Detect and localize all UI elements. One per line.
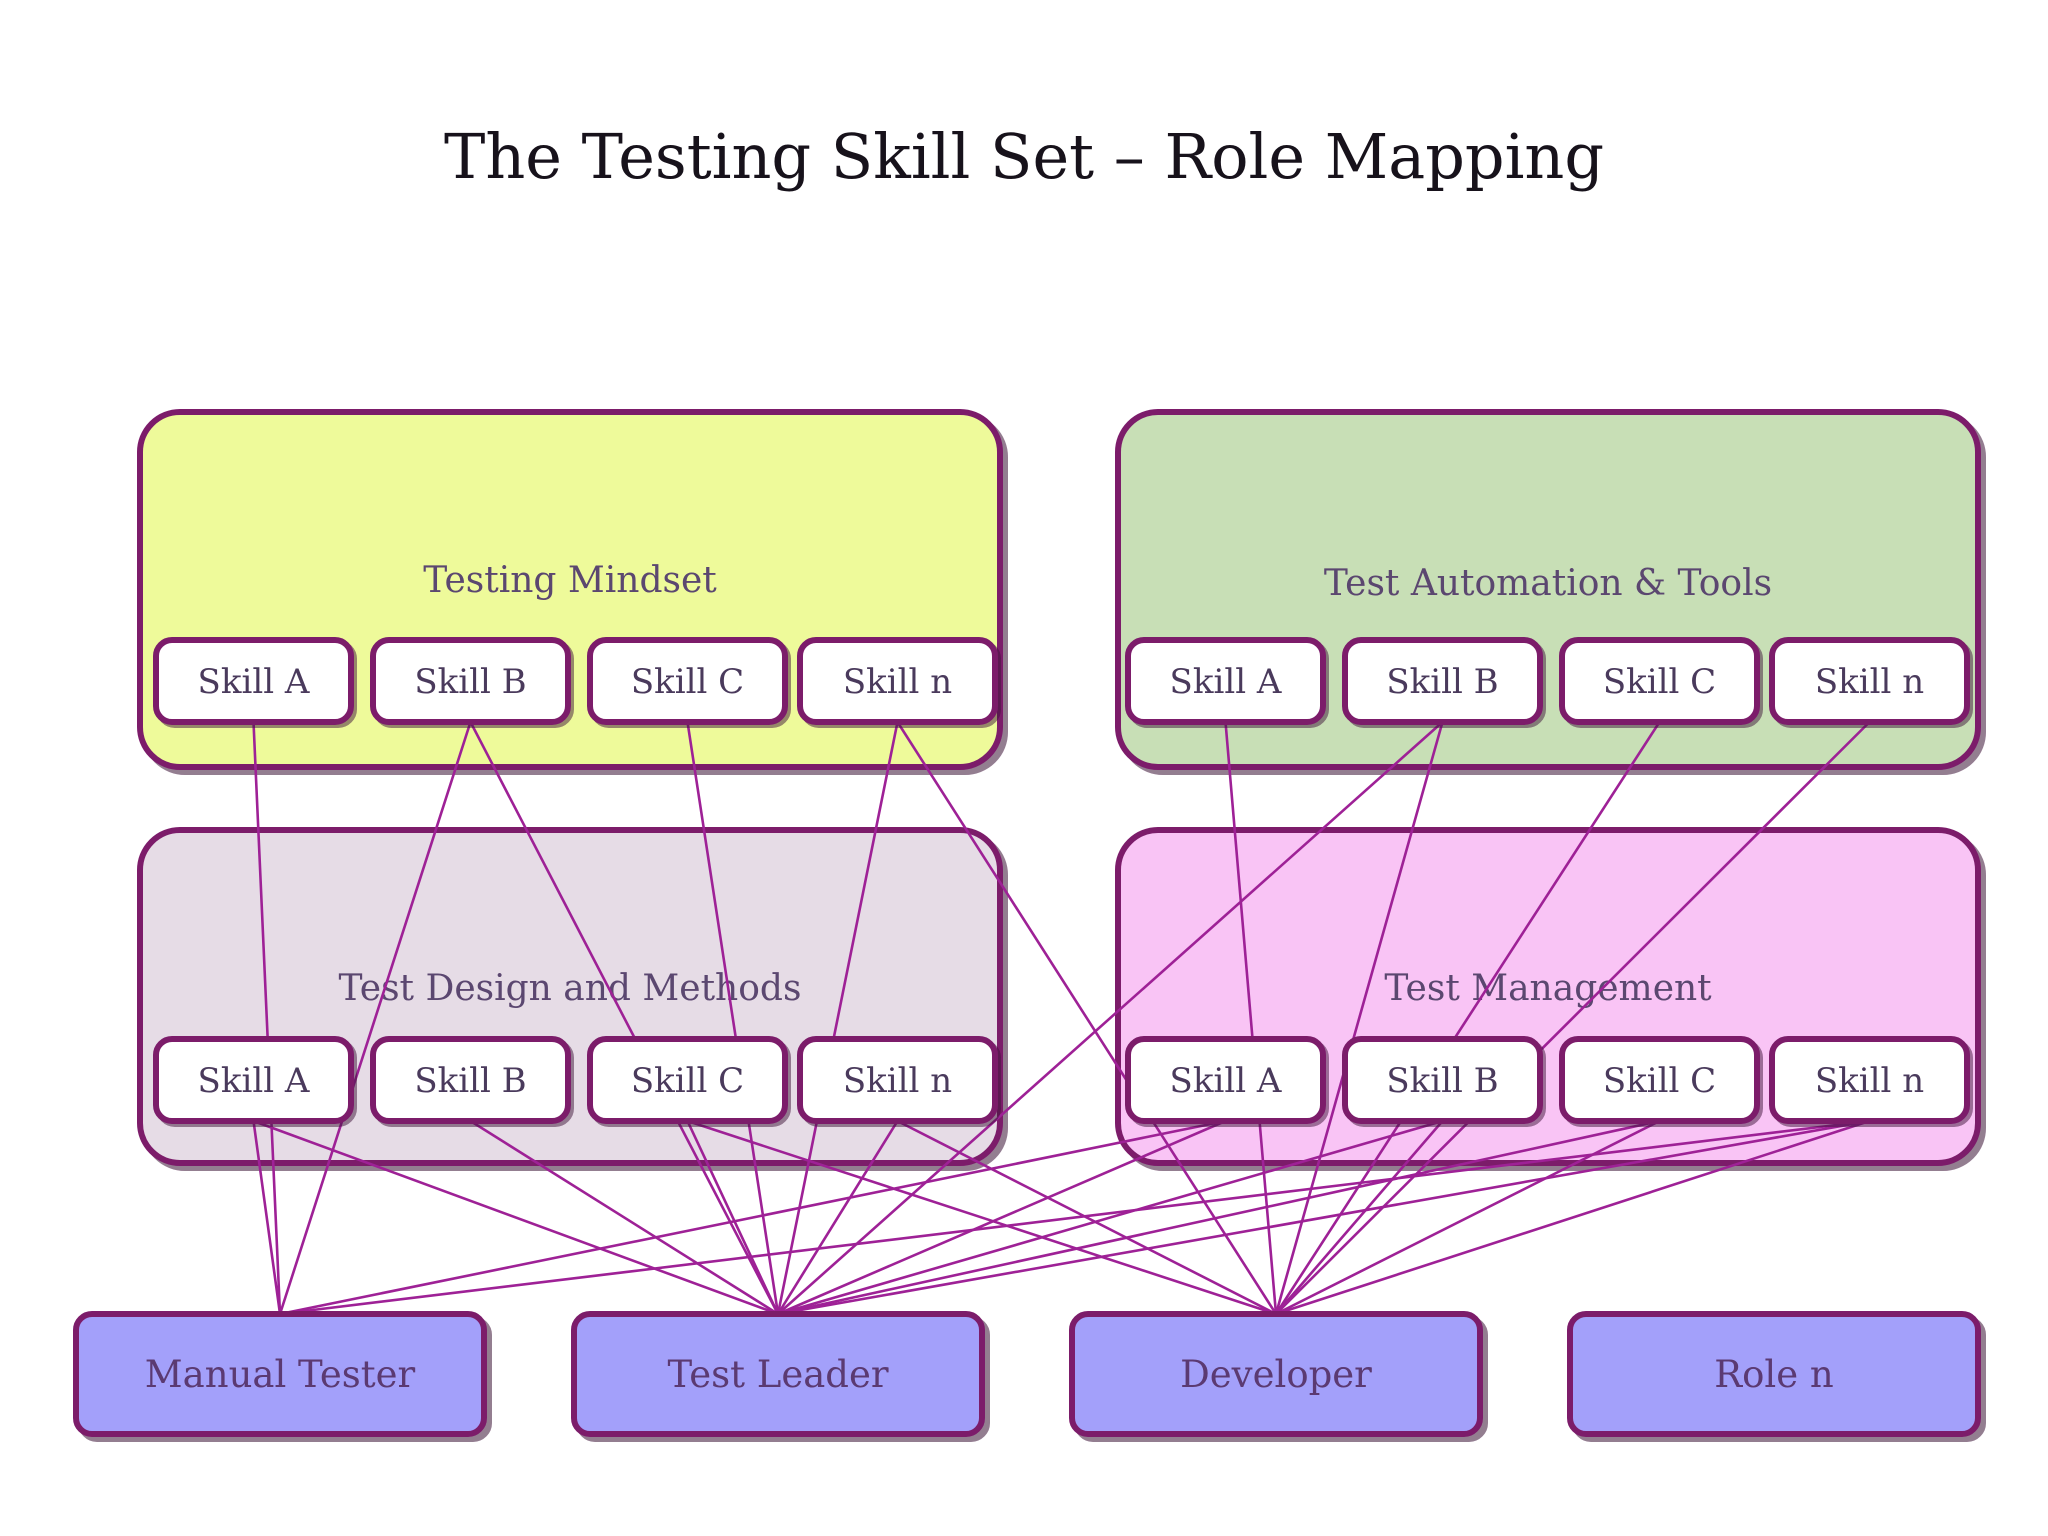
panel-label: Test Automation & Tools <box>1324 563 1772 604</box>
skill-chip-background <box>1559 637 1760 725</box>
panel-label: Testing Mindset <box>423 560 717 601</box>
skill-chip[interactable]: Skill B <box>370 637 571 725</box>
panel-background <box>1115 827 1981 1166</box>
role-box-background <box>1567 1311 1981 1437</box>
skill-chip[interactable]: Skill A <box>1125 637 1326 725</box>
skill-chip[interactable]: Skill n <box>797 637 998 725</box>
skill-chip-label: Skill B <box>414 662 526 702</box>
skill-chip-background <box>797 1036 998 1124</box>
skill-chip[interactable]: Skill B <box>1342 637 1543 725</box>
connector-line <box>896 1119 1278 1316</box>
skill-chip[interactable]: Skill A <box>1125 1036 1326 1124</box>
role-box-background <box>1069 1311 1483 1437</box>
panel-background <box>1115 409 1981 770</box>
skill-chip-label: Skill n <box>1815 1061 1924 1101</box>
skill-chip-label: Skill A <box>198 1061 310 1101</box>
role-box-label: Test Leader <box>667 1353 888 1396</box>
page-title: The Testing Skill Set – Role Mapping <box>444 120 1604 193</box>
role-boxes-layer: Manual Tester Test Leader Developer Role n <box>73 1311 1981 1437</box>
skill-chip-background <box>1125 637 1326 725</box>
skill-chip-label: Skill n <box>843 662 952 702</box>
skill-chip-label: Skill C <box>631 662 744 702</box>
role-box-manual-tester[interactable]: Manual Tester <box>73 1311 487 1437</box>
skill-chip-label: Skill B <box>1386 662 1498 702</box>
skill-chip-background <box>153 637 354 725</box>
connector-line <box>686 1119 780 1316</box>
skill-chip-label: Skill n <box>843 1061 952 1101</box>
skill-chip-background <box>153 1036 354 1124</box>
skill-chip-background <box>1559 1036 1760 1124</box>
skill-chip-background <box>1342 1036 1543 1124</box>
connector-line <box>776 1119 1871 1316</box>
role-box-developer[interactable]: Developer <box>1069 1311 1483 1437</box>
role-box-test-leader[interactable]: Test Leader <box>571 1311 985 1437</box>
connector-line <box>776 1119 1444 1316</box>
skill-chip-label: Skill A <box>198 662 310 702</box>
skill-chip-background <box>587 637 788 725</box>
skill-chip-label: Skill n <box>1815 662 1924 702</box>
connector-line <box>1274 1119 1444 1316</box>
role-box-label: Role n <box>1714 1353 1833 1396</box>
skill-chip-background <box>370 1036 571 1124</box>
skill-chip-label: Skill B <box>1386 1061 1498 1101</box>
skill-chip-background <box>370 637 571 725</box>
category-panel-test-automation-tools[interactable]: Test Automation & Tools <box>1115 409 1981 770</box>
panel-label: Test Design and Methods <box>339 968 802 1009</box>
skill-chip-background <box>1769 1036 1970 1124</box>
connector-line <box>776 1119 899 1316</box>
connector-line <box>1274 720 1444 1316</box>
connector-lines-layer <box>252 720 1871 1316</box>
skill-chip-background <box>797 637 998 725</box>
connector-line <box>1224 720 1278 1316</box>
skill-chip[interactable]: Skill A <box>153 1036 354 1124</box>
connector-line <box>252 1119 780 1316</box>
connector-line <box>776 720 1444 1316</box>
connector-line <box>469 720 780 1316</box>
skill-chip-background <box>587 1036 788 1124</box>
skill-chip[interactable]: Skill C <box>587 637 788 725</box>
connector-line <box>278 1119 1227 1316</box>
connector-line <box>252 720 282 1316</box>
connector-line <box>776 1119 1661 1316</box>
page-title-layer: The Testing Skill Set – Role Mapping <box>444 120 1604 193</box>
panel-label: Test Management <box>1384 968 1712 1009</box>
connector-line <box>469 1119 780 1316</box>
role-box-role-n[interactable]: Role n <box>1567 1311 1981 1437</box>
skill-chips-layer: Skill A Skill B Skill C Skill n Skill A Skill… <box>153 637 1970 1124</box>
connector-line <box>1274 720 1871 1316</box>
connector-line <box>776 720 899 1316</box>
skill-chip[interactable]: Skill C <box>587 1036 788 1124</box>
skill-chip[interactable]: Skill C <box>1559 1036 1760 1124</box>
connector-line <box>278 1119 1871 1316</box>
connector-line <box>686 1119 1278 1316</box>
skill-chip-label: Skill C <box>1603 1061 1716 1101</box>
skill-chip-label: Skill A <box>1170 1061 1282 1101</box>
role-box-background <box>73 1311 487 1437</box>
connector-line <box>896 720 1278 1316</box>
role-box-background <box>571 1311 985 1437</box>
skill-chip-label: Skill C <box>631 1061 744 1101</box>
skill-chip-background <box>1769 637 1970 725</box>
skill-chip-background <box>1125 1036 1326 1124</box>
role-box-label: Manual Tester <box>145 1353 416 1396</box>
skill-chip[interactable]: Skill B <box>370 1036 571 1124</box>
skill-chip[interactable]: Skill B <box>1342 1036 1543 1124</box>
skill-chip-label: Skill A <box>1170 662 1282 702</box>
connector-line <box>278 720 472 1316</box>
connector-line <box>252 1119 282 1316</box>
skill-chip-label: Skill C <box>1603 662 1716 702</box>
skill-chip[interactable]: Skill n <box>797 1036 998 1124</box>
skill-chip[interactable]: Skill n <box>1769 637 1970 725</box>
connector-line <box>1274 1119 1871 1316</box>
skill-chip-label: Skill B <box>414 1061 526 1101</box>
skill-chip-background <box>1342 637 1543 725</box>
skill-chip[interactable]: Skill C <box>1559 637 1760 725</box>
role-box-label: Developer <box>1180 1353 1372 1396</box>
category-panel-test-management[interactable]: Test Management <box>1115 827 1981 1166</box>
connector-line <box>776 1119 1227 1316</box>
skill-chip[interactable]: Skill A <box>153 637 354 725</box>
skill-chip[interactable]: Skill n <box>1769 1036 1970 1124</box>
